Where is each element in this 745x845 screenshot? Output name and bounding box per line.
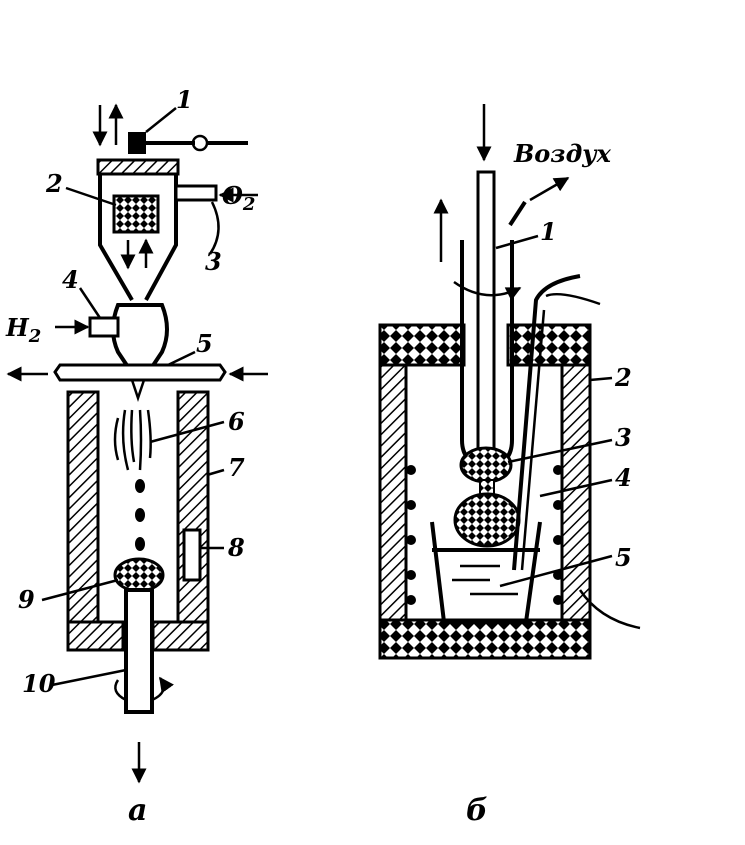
burner: [55, 303, 169, 372]
caption-b: б: [466, 793, 488, 828]
label-h2: H2: [5, 313, 41, 347]
powder-hopper: [96, 158, 258, 302]
label-a-3: 3: [205, 247, 222, 276]
leader-lines-a: [41, 107, 225, 687]
crucible-with-melt: [430, 521, 542, 624]
label-a-1: 1: [176, 85, 193, 114]
label-b-2: 2: [614, 363, 632, 392]
pedestal-rod: [114, 588, 174, 784]
flame: [113, 409, 152, 471]
label-a-6: 6: [228, 407, 245, 436]
label-a-9: 9: [18, 585, 35, 614]
label-a-5: 5: [196, 329, 213, 358]
figure-a-verneuil-apparatus: 1 2 3 4 5 6 7 8 9 10 O2 H2 а: [5, 85, 268, 828]
label-o2-main: O: [222, 181, 243, 210]
label-a-8: 8: [227, 533, 245, 562]
label-o2-sub: 2: [242, 194, 256, 215]
label-a-4: 4: [62, 265, 79, 294]
label-a-2: 2: [45, 169, 63, 198]
label-h2-sub: 2: [28, 326, 42, 347]
label-b-1: 1: [540, 217, 557, 246]
tapping-mechanism: [92, 103, 248, 154]
label-h2-main: H: [5, 313, 30, 342]
caption-a: а: [128, 793, 147, 828]
figure-b-czochralski-apparatus: Воздух 1 2 3 4 5 б: [378, 104, 641, 828]
leader-lines-b: [495, 234, 613, 588]
label-o2: O2: [222, 181, 255, 215]
crystal-boule: [113, 557, 165, 593]
cooling-jacket: [6, 363, 268, 402]
label-a-7: 7: [228, 453, 245, 482]
growing-crystal: [453, 446, 521, 548]
thermocouple: [512, 274, 601, 571]
label-a-10: 10: [22, 669, 56, 698]
furnace-muffle: [66, 390, 210, 652]
label-b-5: 5: [615, 543, 632, 572]
label-air: Воздух: [513, 139, 612, 168]
label-b-3: 3: [615, 423, 632, 452]
melt-droplets: [135, 479, 145, 551]
furnace-box: [378, 323, 641, 660]
label-b-4: 4: [615, 463, 632, 492]
